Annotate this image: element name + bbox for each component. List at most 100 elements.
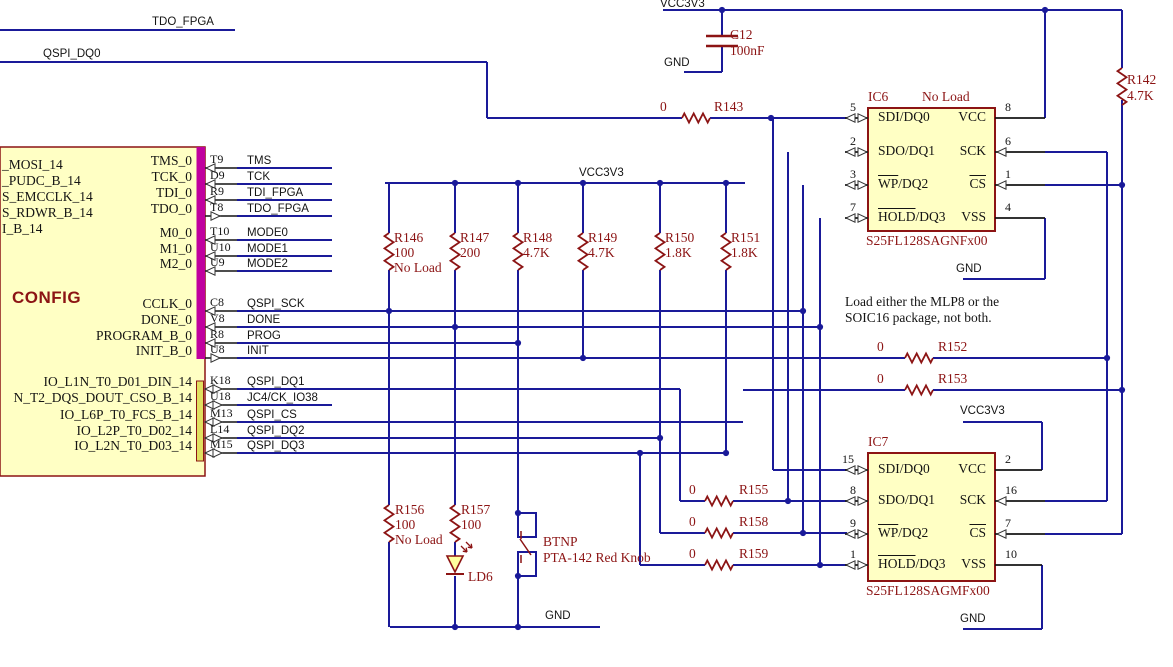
resistor-value-R153: 0 bbox=[877, 371, 884, 386]
net-label-cfg-1: DONE bbox=[247, 314, 281, 326]
config-pin-number-jtag-3: T8 bbox=[210, 200, 224, 214]
resistor-ref-R149: R149 bbox=[588, 230, 618, 245]
ic7-pin-name-right-0-rest: VCC bbox=[958, 461, 986, 476]
pin-arrow-icon bbox=[204, 266, 216, 276]
resistor-symbol bbox=[448, 504, 462, 543]
ic7-pin-name-right-1: SCK bbox=[960, 492, 986, 507]
net-label-mode-0: MODE0 bbox=[247, 227, 288, 239]
pin-arrow-icon bbox=[204, 306, 216, 316]
resistor-value-R157: 100 bbox=[461, 517, 482, 532]
power-label-vcc3v3-top: VCC3V3 bbox=[660, 0, 705, 10]
junction-dot bbox=[816, 323, 824, 331]
pin-arrow-icon bbox=[204, 195, 216, 205]
resistor-ref-R143: R143 bbox=[714, 99, 744, 114]
junction-dot bbox=[514, 623, 522, 631]
resistor-value-R149: 4.7K bbox=[588, 245, 615, 260]
config-pin-number-cfg-2: R8 bbox=[210, 327, 225, 341]
junction-dot bbox=[514, 179, 522, 187]
config-left-text-3: S_RDWR_B_14 bbox=[2, 205, 93, 220]
ic6-pin-number-right-1: 6 bbox=[1005, 134, 1011, 148]
ic7-pin-name-right-0: VCC bbox=[958, 461, 986, 476]
config-pin-number-mode-2: U9 bbox=[210, 255, 225, 269]
resistor-symbol bbox=[653, 232, 667, 271]
pin-arrow-icon bbox=[844, 147, 856, 157]
config-pin-number-io-0: K18 bbox=[210, 373, 231, 387]
pin-arrow-icon bbox=[204, 163, 216, 173]
ic7-pin-name-left-3-overline: HOLD bbox=[878, 556, 916, 571]
pin-arrow-icon bbox=[212, 448, 224, 458]
ic7-pin-name-left-3-rest: /DQ3 bbox=[915, 556, 946, 571]
ic6-pin-name-right-0-rest: VCC bbox=[958, 109, 986, 124]
config-pin-name-io-0: IO_L1N_T0_D01_DIN_14 bbox=[43, 374, 192, 389]
ic6-pin-name-left-1: SDO/DQ1 bbox=[878, 143, 936, 158]
button-terminal bbox=[517, 512, 537, 538]
led-arrow bbox=[465, 541, 473, 549]
resistor-ref-R158: R158 bbox=[739, 514, 769, 529]
junction-dot bbox=[718, 6, 726, 14]
config-left-text-0: _MOSI_14 bbox=[2, 157, 63, 172]
resistor-value-R159: 0 bbox=[689, 546, 696, 561]
ic6-note: No Load bbox=[922, 89, 970, 104]
ic6-pin-name-left-0-rest: SDI/DQ0 bbox=[878, 109, 930, 124]
button-terminal bbox=[517, 551, 537, 577]
pin-arrow-icon bbox=[995, 180, 1007, 190]
button-part: PTA-142 Red Knob bbox=[543, 550, 651, 565]
ic7-pin-name-right-3: VSS bbox=[961, 556, 986, 571]
resistor-ref-R152: R152 bbox=[938, 339, 968, 354]
pin-arrow-icon bbox=[204, 235, 216, 245]
pin-arrow-icon bbox=[844, 213, 856, 223]
pin-arrow-icon bbox=[204, 179, 216, 189]
ic6-pin-number-left-1: 2 bbox=[850, 134, 856, 148]
led-arrow bbox=[460, 545, 468, 553]
ic6-pin-name-left-1-rest: SDO/DQ1 bbox=[878, 143, 936, 158]
ic6-pin-name-left-2-rest: /DQ2 bbox=[898, 176, 929, 191]
junction-dot bbox=[656, 434, 664, 442]
config-pin-number-io-1: U18 bbox=[210, 389, 231, 403]
pin-arrow-icon bbox=[204, 251, 216, 261]
resistor-value-R146: 100 bbox=[394, 245, 415, 260]
pin-arrow-icon bbox=[844, 113, 856, 123]
ic6-pin-name-right-2-overline: CS bbox=[969, 176, 986, 191]
config-pin-number-jtag-1: D9 bbox=[210, 168, 225, 182]
resistor-symbol bbox=[704, 558, 734, 572]
power-label-gnd-ic7: GND bbox=[960, 613, 986, 625]
ic6-pin-name-left-3-overline: HOLD bbox=[878, 209, 916, 224]
ic6-ref: IC6 bbox=[868, 89, 889, 104]
ic7-pin-number-left-0: 15 bbox=[842, 452, 854, 466]
power-label-vcc3v3-mid: VCC3V3 bbox=[579, 167, 624, 179]
junction-dot bbox=[1041, 6, 1049, 14]
ic7-pin-name-left-2-rest: /DQ2 bbox=[898, 525, 929, 540]
config-title: CONFIG bbox=[12, 288, 82, 307]
ic7-pin-name-left-2-overline: WP bbox=[878, 525, 899, 540]
junction-dot bbox=[636, 449, 644, 457]
resistor-value-R155: 0 bbox=[689, 482, 696, 497]
ic7-body bbox=[867, 452, 996, 582]
pin-arrow-icon bbox=[857, 465, 869, 475]
junction-dot bbox=[816, 561, 824, 569]
ic7-pin-name-left-2: WP/DQ2 bbox=[878, 525, 929, 540]
resistor-value-R148: 4.7K bbox=[523, 245, 550, 260]
pin-arrow-icon bbox=[210, 211, 222, 221]
pin-arrow-icon bbox=[844, 465, 856, 475]
net-label-qspi-dq0: QSPI_DQ0 bbox=[43, 48, 101, 60]
pin-arrow-icon bbox=[857, 147, 869, 157]
pin-arrow-icon bbox=[844, 496, 856, 506]
ic7-pin-number-right-2: 7 bbox=[1005, 516, 1011, 530]
resistor-note-R156: No Load bbox=[395, 532, 443, 547]
pin-arrow-icon bbox=[212, 400, 224, 410]
junction-dot bbox=[1118, 386, 1126, 394]
resistor-ref-R157: R157 bbox=[461, 502, 491, 517]
ic6-pin-name-right-1-rest: SCK bbox=[959, 143, 986, 158]
net-label-mode-2: MODE2 bbox=[247, 258, 288, 270]
resistor-ref-R146: R146 bbox=[394, 230, 424, 245]
note-text-line2: SOIC16 package, not both. bbox=[845, 310, 992, 325]
config-pin-name-cfg-1: DONE_0 bbox=[141, 312, 192, 327]
note-text-line1: Load either the MLP8 or the bbox=[845, 294, 1000, 309]
junction-dot bbox=[514, 339, 522, 347]
net-label-cfg-2: PROG bbox=[247, 330, 281, 342]
power-label-gnd-c12: GND bbox=[664, 57, 690, 69]
pin-arrow-icon bbox=[212, 384, 224, 394]
pin-arrow-icon bbox=[212, 417, 224, 427]
resistor-ref-R156: R156 bbox=[395, 502, 425, 517]
